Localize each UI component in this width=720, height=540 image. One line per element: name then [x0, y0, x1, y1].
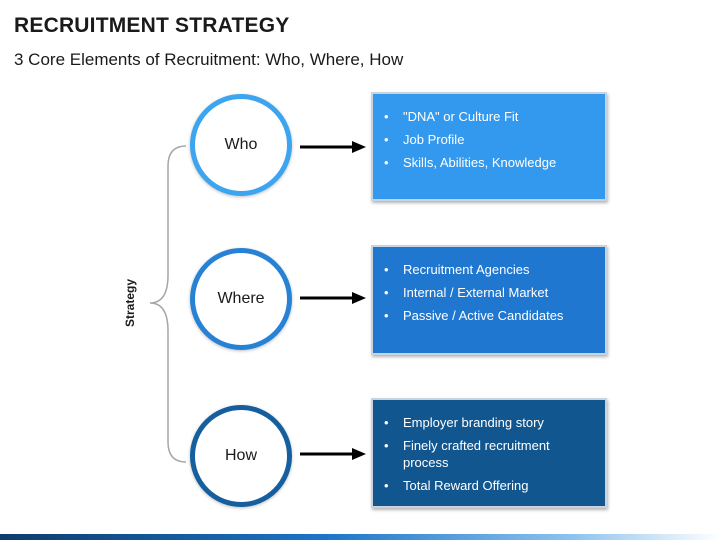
strategy-brace — [149, 145, 187, 463]
list-item: •Total Reward Offering — [384, 478, 529, 493]
bullet-icon: • — [384, 285, 389, 300]
where-label: Where — [217, 290, 265, 307]
list-item: •Passive / Active Candidates — [384, 308, 564, 323]
how-details-box: •Employer branding story •Finely crafted… — [371, 398, 607, 508]
how-circle: How — [190, 405, 292, 507]
bullet-icon: • — [384, 438, 389, 453]
list-item: •Skills, Abilities, Knowledge — [384, 155, 557, 170]
bullet-icon: • — [384, 478, 389, 493]
where-details-list: •Recruitment Agencies •Internal / Extern… — [379, 261, 595, 324]
bullet-icon: • — [384, 308, 389, 323]
page-title: RECRUITMENT STRATEGY — [14, 14, 290, 37]
list-item: •Finely crafted recruitment process — [384, 438, 550, 470]
list-item: •Job Profile — [384, 132, 465, 147]
page-subtitle: 3 Core Elements of Recruitment: Who, Whe… — [14, 50, 404, 69]
how-arrow — [300, 448, 366, 460]
who-label: Who — [224, 136, 258, 153]
where-circle: Where — [190, 248, 292, 350]
bullet-icon: • — [384, 109, 389, 124]
list-item: •Recruitment Agencies — [384, 262, 530, 277]
footer-gradient-bar — [0, 534, 720, 540]
bullet-icon: • — [384, 415, 389, 430]
who-circle: Who — [190, 94, 292, 196]
bullet-icon: • — [384, 132, 389, 147]
strategy-label: Strategy — [123, 278, 137, 328]
who-arrow — [300, 141, 366, 153]
list-item: •Employer branding story — [384, 415, 544, 430]
bullet-icon: • — [384, 262, 389, 277]
how-details-list: •Employer branding story •Finely crafted… — [379, 414, 595, 494]
where-details-box: •Recruitment Agencies •Internal / Extern… — [371, 245, 607, 355]
who-details-box: •"DNA" or Culture Fit •Job Profile •Skil… — [371, 92, 607, 201]
list-item: •"DNA" or Culture Fit — [384, 109, 519, 124]
where-arrow — [300, 292, 366, 304]
bullet-icon: • — [384, 155, 389, 170]
how-label: How — [224, 447, 257, 464]
who-details-list: •"DNA" or Culture Fit •Job Profile •Skil… — [379, 108, 595, 171]
list-item: •Internal / External Market — [384, 285, 549, 300]
